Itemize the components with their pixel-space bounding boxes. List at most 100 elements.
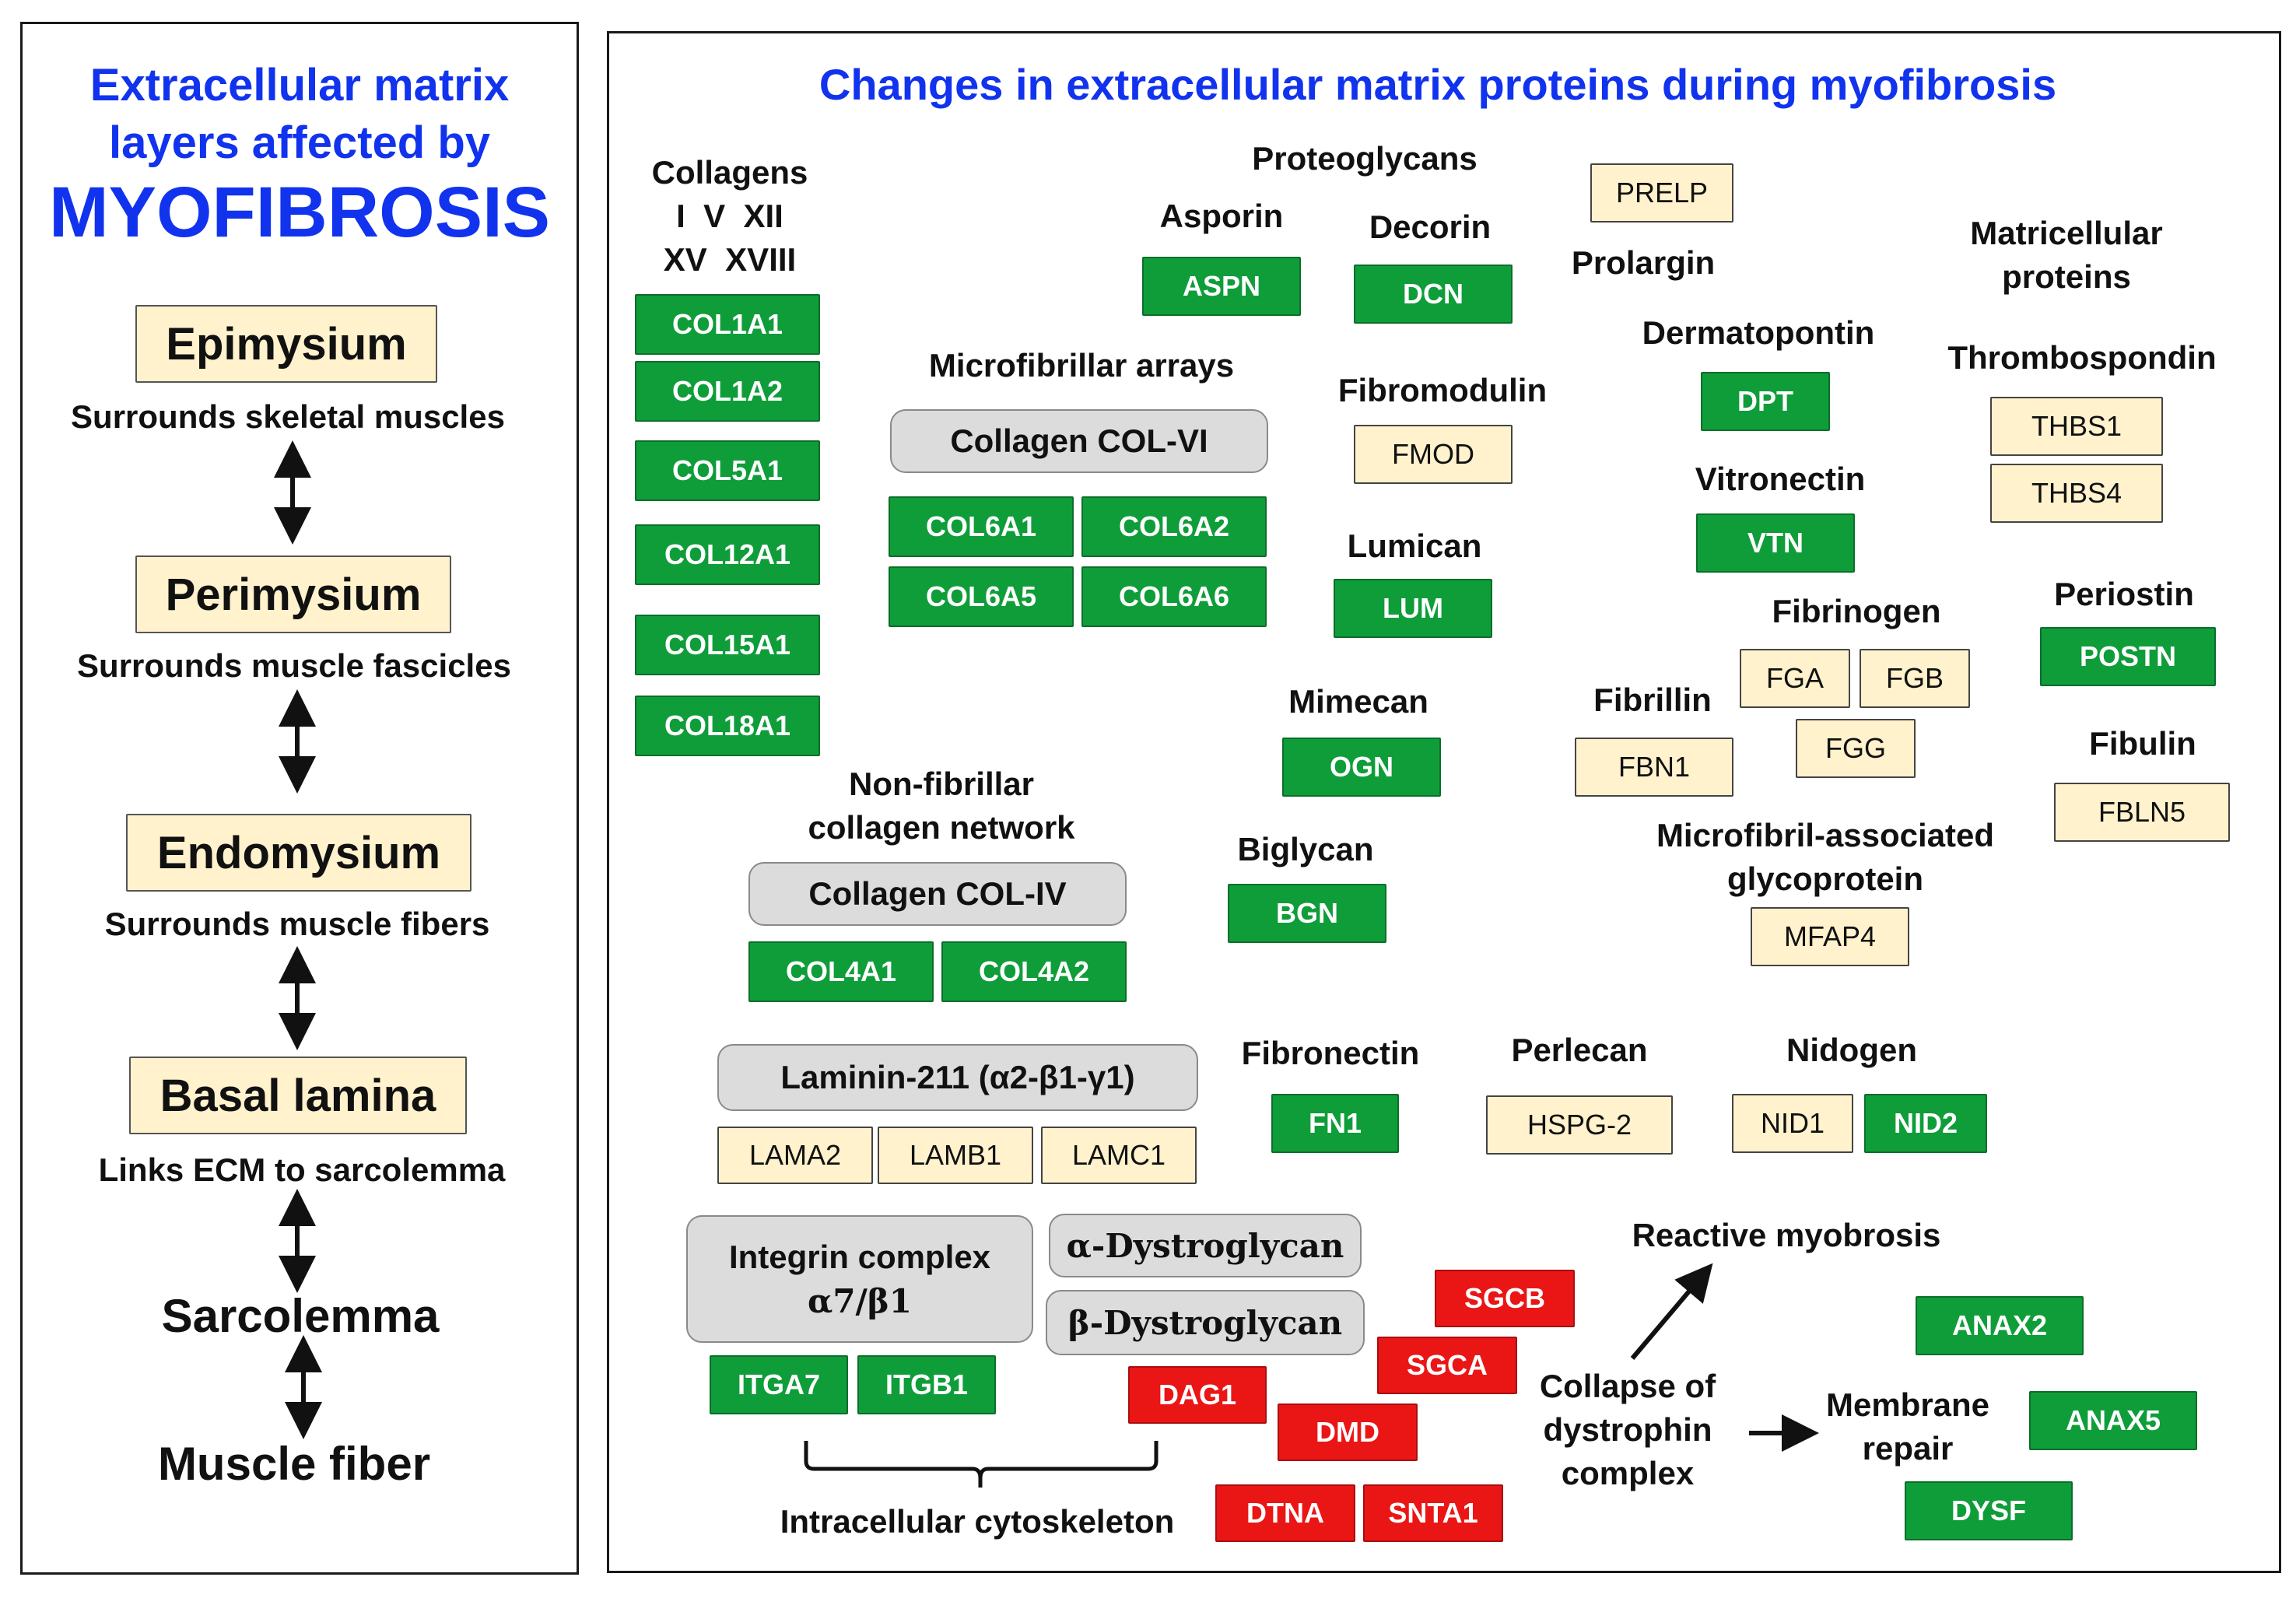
- label-collapse-1: Collapse of: [1539, 1368, 1716, 1404]
- label-fibrinogen: Fibrinogen: [1772, 593, 1941, 629]
- label-collapse-2: dystrophin: [1543, 1411, 1712, 1448]
- layer-endomysium: Endomysium: [126, 814, 471, 892]
- label-fibulin: Fibulin: [2089, 725, 2196, 762]
- protein-fga: FGA: [1740, 649, 1850, 708]
- left-title-myofibrosis: MYOFIBROSIS: [48, 173, 551, 252]
- layers-panel: [20, 22, 579, 1575]
- protein-col1a1: COL1A1: [635, 294, 820, 355]
- protein-sgcb: SGCB: [1435, 1270, 1575, 1327]
- protein-thbs4: THBS4: [1990, 464, 2163, 523]
- group-collagen-col6: Collagen COL-VI: [890, 409, 1268, 473]
- protein-thbs1: THBS1: [1990, 397, 2163, 456]
- label-vitronectin: Vitronectin: [1695, 461, 1866, 497]
- protein-snta1: SNTA1: [1363, 1484, 1503, 1542]
- label-nonfibrillar-2: collagen network: [808, 809, 1075, 846]
- muscle-fiber-label: Muscle fiber: [157, 1438, 431, 1490]
- label-fibromodulin: Fibromodulin: [1337, 372, 1548, 408]
- layer-perimysium-desc: Surrounds muscle fascicles: [77, 647, 511, 684]
- protein-dcn: DCN: [1354, 265, 1513, 324]
- protein-fbln5: FBLN5: [2054, 783, 2230, 842]
- label-thrombospondin: Thrombospondin: [1947, 339, 2217, 376]
- label-nonfibrillar-1: Non-fibrillar: [849, 766, 1034, 802]
- left-title-line2: layers affected by: [108, 117, 491, 168]
- label-collapse-3: complex: [1561, 1455, 1695, 1491]
- label-fibrillin: Fibrillin: [1593, 682, 1712, 718]
- protein-dtna: DTNA: [1215, 1484, 1355, 1542]
- protein-col1a2: COL1A2: [635, 361, 820, 422]
- layer-perimysium: Perimysium: [135, 555, 451, 633]
- label-decorin: Decorin: [1369, 209, 1492, 245]
- label-periostin: Periostin: [2054, 576, 2194, 612]
- label-membrane: Membrane: [1825, 1386, 1990, 1423]
- group-alpha-dystroglycan: α-Dystroglycan: [1049, 1214, 1362, 1277]
- label-mfap-2: glycoprotein: [1726, 860, 1924, 897]
- label-perlecan: Perlecan: [1511, 1032, 1648, 1068]
- protein-anax5: ANAX5: [2029, 1391, 2197, 1450]
- protein-nid2: NID2: [1864, 1094, 1987, 1153]
- protein-prelp: PRELP: [1590, 163, 1733, 223]
- label-repair: repair: [1862, 1430, 1954, 1467]
- protein-itgb1: ITGB1: [857, 1355, 996, 1414]
- protein-dmd: DMD: [1278, 1404, 1418, 1461]
- label-matricellular-2: proteins: [2002, 258, 2131, 295]
- label-microfibrillar: Microfibrillar arrays: [928, 347, 1235, 384]
- label-fibronectin: Fibronectin: [1241, 1035, 1420, 1071]
- protein-mfap4: MFAP4: [1751, 907, 1909, 966]
- protein-col6a2: COL6A2: [1081, 496, 1267, 557]
- layer-basal-lamina: Basal lamina: [129, 1057, 467, 1134]
- sarcolemma-label: Sarcolemma: [161, 1290, 440, 1342]
- group-laminin-211: Laminin-211 (α2-β1-γ1): [717, 1044, 1198, 1111]
- protein-lama2: LAMA2: [717, 1127, 873, 1184]
- label-mfap-1: Microfibril-associated: [1656, 817, 1995, 853]
- protein-col18a1: COL18A1: [635, 696, 820, 756]
- protein-dpt: DPT: [1701, 372, 1830, 431]
- layer-epimysium: Epimysium: [135, 305, 437, 383]
- protein-itga7: ITGA7: [710, 1355, 848, 1414]
- protein-sgca: SGCA: [1377, 1337, 1517, 1394]
- protein-col5a1: COL5A1: [635, 440, 820, 501]
- label-dermatopontin: Dermatopontin: [1642, 314, 1875, 351]
- left-title-line1: Extracellular matrix: [89, 60, 510, 110]
- label-matricellular-1: Matricellular: [1970, 215, 2163, 251]
- label-collagen-types-2: XV XVIII: [663, 241, 797, 278]
- protein-dag1: DAG1: [1128, 1366, 1267, 1424]
- protein-ogn: OGN: [1282, 738, 1441, 797]
- protein-fgg: FGG: [1796, 719, 1916, 778]
- label-proteoglycans: Proteoglycans: [1252, 140, 1478, 177]
- protein-aspn: ASPN: [1142, 257, 1301, 316]
- label-biglycan: Biglycan: [1237, 831, 1374, 867]
- protein-lamb1: LAMB1: [878, 1127, 1033, 1184]
- label-reactive-myobrosis: Reactive myobrosis: [1632, 1217, 1941, 1253]
- protein-fmod: FMOD: [1354, 425, 1513, 484]
- protein-postn: POSTN: [2040, 627, 2216, 686]
- label-mimecan: Mimecan: [1288, 683, 1428, 720]
- protein-col6a6: COL6A6: [1081, 566, 1267, 627]
- protein-col6a1: COL6A1: [889, 496, 1074, 557]
- label-lumican: Lumican: [1347, 527, 1482, 564]
- protein-nid1: NID1: [1732, 1094, 1853, 1153]
- integrin-subunits-label: α7/β1: [808, 1281, 912, 1320]
- protein-fn1: FN1: [1271, 1094, 1399, 1153]
- group-integrin-complex: Integrin complex α7/β1: [686, 1215, 1033, 1343]
- right-title: Changes in extracellular matrix proteins…: [818, 60, 2057, 109]
- protein-col4a1: COL4A1: [748, 941, 934, 1002]
- label-nidogen: Nidogen: [1786, 1032, 1917, 1068]
- protein-hspg2: HSPG-2: [1486, 1095, 1673, 1155]
- layer-endomysium-desc: Surrounds muscle fibers: [104, 906, 490, 942]
- label-asporin: Asporin: [1159, 198, 1284, 234]
- protein-col15a1: COL15A1: [635, 615, 820, 675]
- protein-lum: LUM: [1334, 579, 1492, 638]
- layer-basal-lamina-desc: Links ECM to sarcolemma: [98, 1151, 506, 1188]
- label-collagen-types-1: I V XII: [676, 198, 783, 234]
- layer-epimysium-desc: Surrounds skeletal muscles: [71, 398, 505, 435]
- protein-vtn: VTN: [1696, 513, 1855, 573]
- protein-fbn1: FBN1: [1575, 738, 1733, 797]
- label-collagens: Collagens: [651, 154, 808, 191]
- integrin-complex-label: Integrin complex: [728, 1238, 991, 1275]
- protein-col12a1: COL12A1: [635, 524, 820, 585]
- group-collagen-col4: Collagen COL-IV: [748, 862, 1127, 926]
- protein-lamc1: LAMC1: [1041, 1127, 1197, 1184]
- protein-anax2: ANAX2: [1916, 1296, 2084, 1355]
- protein-col4a2: COL4A2: [941, 941, 1127, 1002]
- protein-fgb: FGB: [1860, 649, 1970, 708]
